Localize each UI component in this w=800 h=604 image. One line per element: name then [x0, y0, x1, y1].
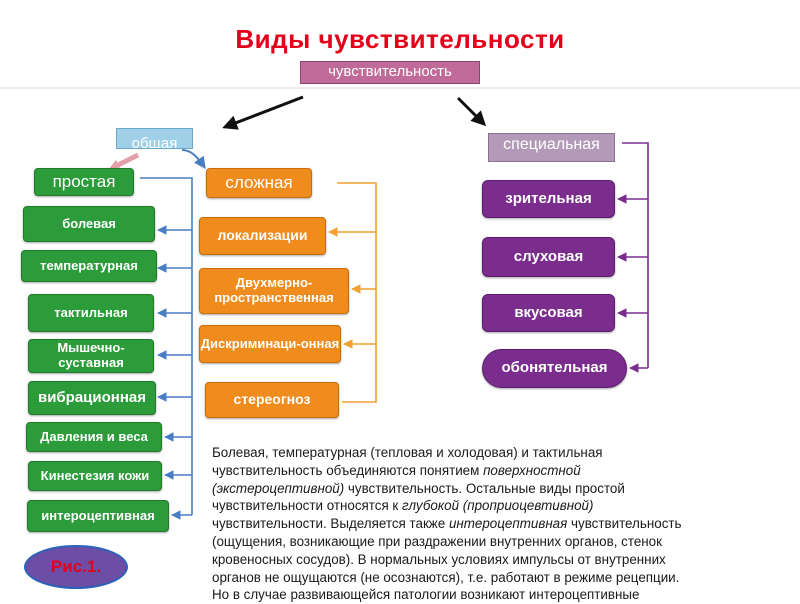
paragraph-line: чувствительности относятся к глубокой (п…: [212, 497, 798, 515]
complex-item-two-dimensional: Двухмерно-пространственная: [199, 268, 349, 314]
paragraph-text: чувствительности. Выделяется также: [212, 516, 449, 532]
paragraph-line: (экстероцептивной) чувствительность. Ост…: [212, 480, 798, 498]
page-title: Виды чувствительности: [235, 24, 565, 54]
paragraph-italic: интероцептивная: [448, 516, 568, 532]
simple-item-musculoarticular: Мышечно-суставная: [28, 339, 154, 373]
paragraph-text: чувствительность: [567, 516, 682, 532]
arrow-to-simple-head: [108, 160, 120, 170]
arrow-to-complex: [181, 149, 206, 169]
paragraph-line: (ощущения, возникающие при раздражении в…: [212, 533, 662, 549]
paragraph-line: кровеносных сосудов). В нормальных услов…: [212, 551, 666, 567]
simple-item-pain: болевая: [23, 206, 155, 242]
complex-item-stereognosis: стереогноз: [205, 382, 339, 418]
node-sensitivity: чувствительность: [300, 61, 480, 84]
simple-item-temperature: температурная: [21, 250, 157, 282]
paragraph-italic: поверхностной: [483, 462, 581, 478]
paragraph-line: органов не ощущаются (не осознаются), т.…: [212, 569, 680, 585]
simple-item-tactile: тактильная: [28, 294, 154, 332]
paragraph-text: чувствительность. Остальные виды простой: [344, 480, 625, 496]
node-simple: простая: [34, 168, 134, 196]
special-item-olfactory: обонятельная: [482, 349, 627, 388]
arrow-to-general: [222, 95, 304, 130]
complex-connectors: [328, 182, 377, 403]
complex-item-discrimination: Дискриминаци-онная: [199, 325, 341, 363]
paragraph-line: Болевая, температурная (тепловая и холод…: [212, 445, 603, 460]
complex-item-localization: локализации: [199, 217, 326, 255]
simple-connectors: [140, 177, 193, 520]
simple-item-skin-kinesthesia: Кинестезия кожи: [28, 461, 162, 491]
paragraph-line: чувствительности. Выделяется также интер…: [212, 515, 798, 533]
paragraph-italic: глубокой (проприоцевтивной): [402, 498, 594, 514]
special-item-visual: зрительная: [482, 180, 615, 218]
special-item-auditory: слуховая: [482, 237, 615, 277]
paragraph-line: Но в случае развивающейся патологии возн…: [212, 587, 640, 603]
simple-item-interoceptive: интероцептивная: [27, 500, 169, 532]
special-connectors: [617, 142, 649, 373]
paragraph-line: чувствительность объединяются понятием п…: [212, 462, 798, 480]
node-general: общая: [116, 128, 193, 149]
arrow-to-special: [456, 96, 487, 127]
figure-label: Рис.1.: [24, 545, 128, 589]
simple-item-pressure-weight: Давления и веса: [26, 422, 162, 452]
special-item-gustatory: вкусовая: [482, 294, 615, 332]
simple-item-vibration: вибрационная: [28, 381, 156, 415]
node-complex: сложная: [206, 168, 312, 198]
description-paragraph: Болевая, температурная (тепловая и холод…: [212, 444, 798, 604]
node-special: специальная: [488, 133, 615, 162]
paragraph-italic: (экстероцептивной): [212, 480, 345, 496]
paragraph-text: чувствительности относятся к: [212, 498, 403, 514]
paragraph-text: чувствительность объединяются понятием: [212, 462, 484, 478]
